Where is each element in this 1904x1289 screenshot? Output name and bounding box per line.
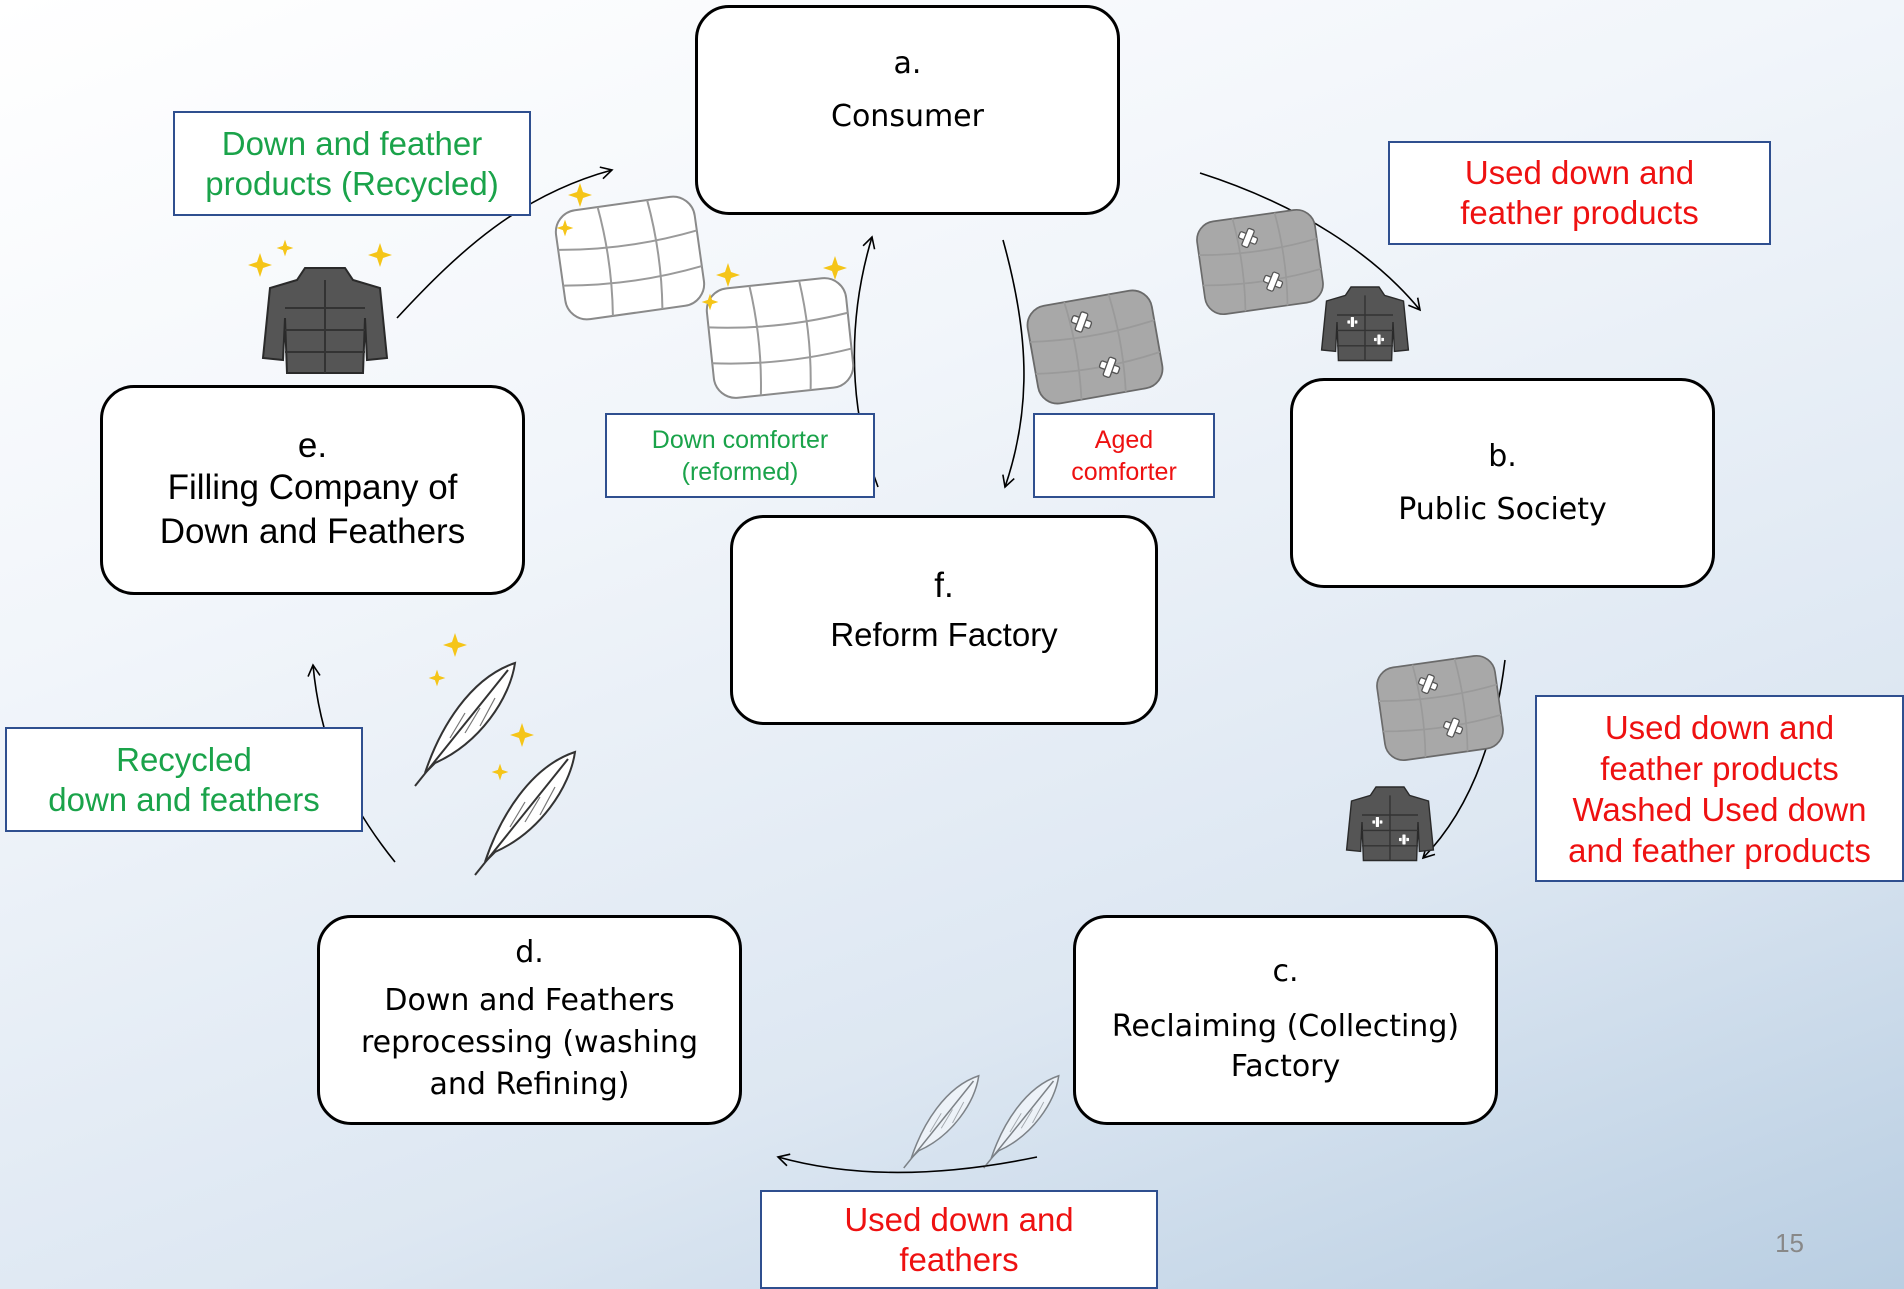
label-aged-comforter: Aged comforter bbox=[1033, 413, 1215, 498]
sparkle-icon bbox=[368, 243, 392, 267]
node-filling-company: e. Filling Company of Down and Feathers bbox=[100, 385, 525, 595]
node-name: Public Society bbox=[1398, 492, 1607, 527]
down-jacket-icon bbox=[262, 267, 388, 374]
node-name: Reform Factory bbox=[830, 616, 1058, 653]
arrow-reclaiming-to-reprocessing bbox=[776, 1153, 1038, 1174]
node-consumer: a. Consumer bbox=[695, 5, 1120, 215]
node-letter: e. bbox=[297, 426, 328, 465]
node-letter: a. bbox=[893, 46, 922, 81]
page-number: 15 bbox=[1775, 1228, 1804, 1258]
worn-jacket-icon bbox=[1320, 286, 1410, 362]
node-reclaiming-factory: c. Reclaiming (Collecting) Factory bbox=[1073, 915, 1498, 1125]
patched-comforter-icon bbox=[1193, 206, 1327, 318]
node-letter: b. bbox=[1488, 439, 1517, 474]
node-name: Down and Feathers reprocessing (washing … bbox=[360, 982, 698, 1102]
node-letter: f. bbox=[934, 566, 954, 605]
sparkle-icon bbox=[443, 633, 467, 657]
sparkle-icon bbox=[716, 263, 740, 287]
node-name: Reclaiming (Collecting) Factory bbox=[1111, 1008, 1460, 1084]
sparkle-icon bbox=[568, 183, 592, 207]
node-reform-factory: f. Reform Factory bbox=[730, 515, 1158, 725]
feather-icon bbox=[474, 751, 576, 876]
label-recycled-down: Recycled down and feathers bbox=[5, 727, 363, 832]
feather-icon bbox=[983, 1075, 1060, 1169]
comforter-icon bbox=[552, 192, 708, 324]
arrow-filling-to-consumer bbox=[396, 166, 614, 319]
arrow-consumer-to-public bbox=[1199, 172, 1422, 312]
sparkle-icon bbox=[510, 723, 534, 747]
patched-comforter-icon bbox=[1023, 286, 1167, 408]
label-used-products: Used down and feather products bbox=[1388, 141, 1771, 245]
worn-jacket-icon bbox=[1345, 786, 1435, 862]
sparkle-icon bbox=[248, 253, 272, 277]
node-letter: c. bbox=[1272, 953, 1299, 989]
sparkle-icon bbox=[491, 763, 509, 781]
node-name: Consumer bbox=[831, 99, 984, 134]
label-used-and-washed-products: Used down and feather products Washed Us… bbox=[1535, 695, 1904, 882]
label-used-down-feathers: Used down and feathers bbox=[760, 1190, 1158, 1289]
node-reprocessing: d. Down and Feathers reprocessing (washi… bbox=[317, 915, 742, 1125]
sparkle-icon bbox=[428, 669, 446, 687]
comforter-icon bbox=[703, 274, 857, 402]
patched-comforter-icon bbox=[1373, 652, 1507, 764]
node-public-society: b. Public Society bbox=[1290, 378, 1715, 588]
arrow-public-to-reclaiming bbox=[1421, 659, 1506, 860]
label-down-comforter-reformed: Down comforter (reformed) bbox=[605, 413, 875, 498]
node-letter: d. bbox=[515, 934, 544, 970]
sparkle-icon bbox=[823, 256, 847, 280]
label-recycled-products: Down and feather products (Recycled) bbox=[173, 111, 531, 216]
feather-icon bbox=[903, 1075, 980, 1169]
node-name: Filling Company of Down and Feathers bbox=[159, 468, 466, 551]
arrow-consumer-to-reform bbox=[1002, 239, 1025, 489]
sparkle-icon bbox=[276, 239, 294, 257]
